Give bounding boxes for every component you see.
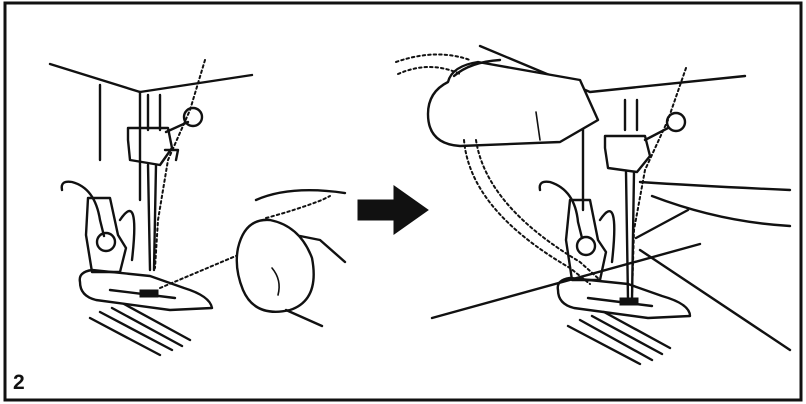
shank-screw [95, 231, 117, 253]
fabric-line-right [638, 248, 792, 352]
presser-bar-right [598, 209, 616, 264]
finger-bottom-outline [298, 234, 347, 264]
needle-clamp [126, 126, 174, 167]
right-hand-drawing [395, 53, 792, 285]
machine-arm-outline-right [478, 44, 747, 94]
needle-slot-right [619, 297, 639, 306]
needle-bar [146, 93, 162, 132]
thread-to-foot-2 [475, 139, 601, 281]
needle [146, 163, 158, 272]
finger-over-outline [452, 58, 502, 78]
needle-slot [139, 289, 159, 298]
hand-upper-outline [638, 180, 792, 192]
thumb-outline [284, 308, 324, 328]
step-number: 2 [13, 371, 25, 394]
fabric-line-upper [634, 208, 690, 240]
presser-foot [78, 268, 214, 312]
machine-arm-outline [48, 62, 254, 94]
needle-clamp-right [603, 134, 652, 174]
left-machine-drawing [48, 59, 254, 357]
presser-foot-right [556, 276, 692, 320]
arrow-right-icon [357, 185, 429, 235]
thread-end-2 [395, 53, 471, 63]
needle-bar-right [623, 98, 639, 132]
presser-foot-shank [84, 196, 128, 274]
clamp-screw-shaft-right [643, 126, 670, 142]
thumb-holding-thread [426, 60, 600, 148]
lifter-lever-right [538, 180, 584, 240]
presser-bar [118, 209, 136, 262]
thread-guide [163, 148, 180, 162]
thread-between-fingers [265, 195, 331, 219]
clamp-screw-head [182, 106, 204, 128]
feed-dogs-right [566, 310, 672, 366]
knuckle-line [535, 111, 541, 141]
left-fingers-drawing [235, 189, 347, 328]
thread-to-foot-1 [463, 139, 591, 285]
upper-thread-right [631, 67, 687, 297]
thread-end-1 [397, 66, 461, 75]
presser-foot-shank-right [564, 198, 608, 282]
finger-top-outline [254, 189, 347, 202]
lifter-lever [60, 180, 106, 238]
upper-thread [154, 59, 206, 269]
feed-dogs [88, 302, 192, 357]
shank-screw-right [575, 235, 597, 257]
hand-lower-outline [650, 194, 792, 228]
fingernail-line [271, 267, 280, 296]
fabric-line-lower [430, 242, 702, 320]
fingertip [235, 218, 315, 313]
lower-thread [159, 249, 251, 289]
figure-border [3, 1, 803, 402]
